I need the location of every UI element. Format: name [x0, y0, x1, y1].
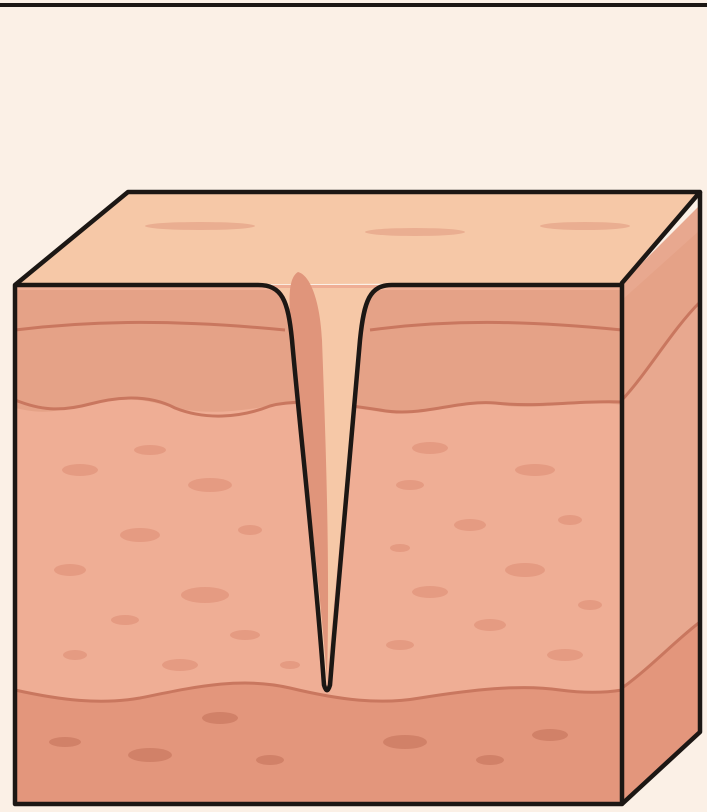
top-surface-texture: [540, 222, 630, 230]
top-surface-texture: [365, 228, 465, 236]
top-surface-texture: [145, 222, 255, 230]
top-surface: [15, 192, 700, 285]
